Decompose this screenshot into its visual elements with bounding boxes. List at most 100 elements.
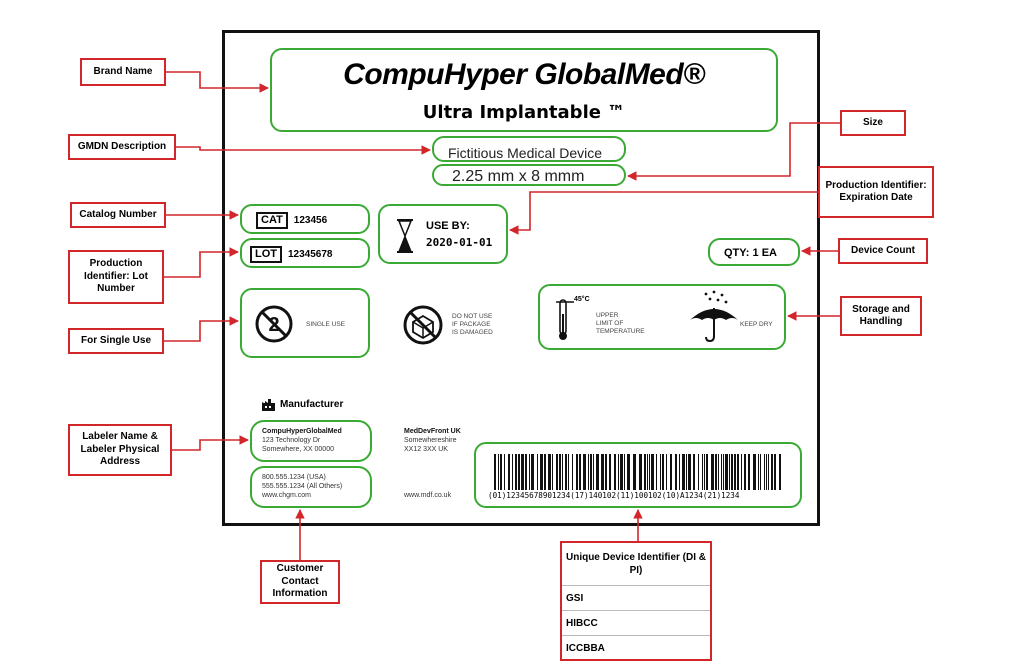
barcode-bar bbox=[741, 454, 742, 490]
cat-badge: CAT bbox=[256, 212, 288, 229]
barcode-bar bbox=[670, 454, 672, 490]
barcode-bar bbox=[711, 454, 714, 490]
temp-line-1: UPPER bbox=[596, 312, 619, 319]
udi-row-gs1: GSI bbox=[562, 586, 710, 611]
barcode-bar bbox=[633, 454, 636, 490]
product-name-text: Ultra Implantable ™ bbox=[422, 102, 626, 123]
barcode-bar bbox=[748, 454, 750, 490]
barcode-bar bbox=[647, 454, 648, 490]
brand-highlight: CompuHyper GlobalMed® Ultra Implantable … bbox=[270, 48, 778, 132]
do-not-reuse-icon: 2 bbox=[255, 305, 293, 343]
use-by-date: 2020-01-01 bbox=[426, 236, 493, 249]
barcode-bar bbox=[644, 454, 646, 490]
barcode-bar bbox=[624, 454, 625, 490]
labeler-address-2: Somewhere, XX 00000 bbox=[262, 445, 334, 453]
callout-storage: Storage and Handling bbox=[840, 296, 922, 336]
barcode-bar bbox=[544, 454, 546, 490]
barcode-bar bbox=[614, 454, 616, 490]
callout-device-count: Device Count bbox=[838, 238, 928, 264]
barcode-bar bbox=[723, 454, 724, 490]
barcode-bar bbox=[518, 454, 520, 490]
lot-highlight: LOT 12345678 bbox=[240, 238, 370, 268]
barcode-bar bbox=[760, 454, 761, 490]
quantity-highlight: QTY: 1 EA bbox=[708, 238, 800, 266]
barcode-bar bbox=[601, 454, 604, 490]
manufacturer-heading: Manufacturer bbox=[280, 399, 344, 410]
barcode bbox=[494, 454, 781, 490]
barcode-bar bbox=[649, 454, 650, 490]
lot-badge: LOT bbox=[250, 246, 282, 263]
temp-line-2: LIMIT OF bbox=[596, 320, 624, 328]
barcode-bar bbox=[702, 454, 703, 490]
barcode-bar bbox=[525, 454, 527, 490]
barcode-bar bbox=[552, 454, 553, 490]
barcode-bar bbox=[686, 454, 687, 490]
callout-size: Size bbox=[840, 110, 906, 136]
barcode-bar bbox=[508, 454, 510, 490]
barcode-bar bbox=[548, 454, 551, 490]
barcode-bar bbox=[593, 454, 594, 490]
barcode-bar bbox=[766, 454, 767, 490]
barcode-bar bbox=[504, 454, 505, 490]
barcode-bar bbox=[656, 454, 657, 490]
barcode-bar bbox=[609, 454, 611, 490]
catalog-highlight: CAT 123456 bbox=[240, 204, 370, 234]
udi-row-hibcc: HIBCC bbox=[562, 611, 710, 636]
callout-brand-name: Brand Name bbox=[80, 58, 166, 86]
barcode-bar bbox=[572, 454, 573, 490]
contact-website: www.chgm.com bbox=[262, 491, 312, 499]
barcode-bar bbox=[568, 454, 569, 490]
barcode-bar bbox=[576, 454, 578, 490]
barcode-bar bbox=[500, 454, 502, 490]
labeler-address-1: 123 Technology Dr bbox=[262, 436, 321, 444]
labeler-name: CompuHyperGlobalMed bbox=[262, 428, 342, 435]
udi-table: Unique Device Identifier (DI & PI) GSI H… bbox=[560, 541, 712, 661]
barcode-bar bbox=[725, 454, 728, 490]
barcode-bar bbox=[698, 454, 699, 490]
callout-single-use: For Single Use bbox=[68, 328, 164, 354]
barcode-bar bbox=[688, 454, 691, 490]
barcode-bar bbox=[562, 454, 563, 490]
contact-phone-other: 555.555.1234 (All Others) bbox=[262, 482, 343, 490]
callout-customer-contact: Customer Contact Information bbox=[260, 560, 340, 604]
keep-dry-text: KEEP DRY bbox=[740, 321, 773, 328]
barcode-bar bbox=[662, 454, 664, 490]
callout-labeler: Labeler Name & Labeler Physical Address bbox=[68, 424, 172, 476]
barcode-human-readable: (01)12345678901234(17)140102(11)100102(1… bbox=[488, 491, 740, 500]
gmdn-text: Fictitious Medical Device bbox=[448, 145, 603, 161]
barcode-bar bbox=[494, 454, 496, 490]
barcode-bar bbox=[666, 454, 667, 490]
barcode-bar bbox=[515, 454, 517, 490]
damaged-package-icon bbox=[403, 305, 443, 345]
barcode-bar bbox=[498, 454, 499, 490]
barcode-bar bbox=[579, 454, 581, 490]
barcode-bar bbox=[583, 454, 586, 490]
barcode-bar bbox=[679, 454, 680, 490]
size-text: 2.25 mm x 8 mmm bbox=[452, 168, 585, 185]
barcode-bar bbox=[627, 454, 630, 490]
barcode-bar bbox=[734, 454, 736, 490]
barcode-bar bbox=[590, 454, 592, 490]
barcode-bar bbox=[693, 454, 695, 490]
expiration-highlight: USE BY: 2020-01-01 bbox=[378, 204, 508, 264]
rep-address-2: XX12 3XX UK bbox=[404, 445, 448, 453]
barcode-bar bbox=[651, 454, 654, 490]
barcode-bar bbox=[620, 454, 623, 490]
lot-number: 12345678 bbox=[288, 249, 333, 260]
rep-name: MedDevFront UK bbox=[404, 428, 461, 435]
barcode-bar bbox=[706, 454, 708, 490]
single-use-highlight: 2 SINGLE USE bbox=[240, 288, 370, 358]
use-by-label: USE BY: bbox=[426, 220, 470, 232]
rep-website: www.mdf.co.uk bbox=[404, 492, 452, 499]
temperature-value: 45°C bbox=[574, 296, 590, 303]
barcode-bar bbox=[774, 454, 776, 490]
barcode-bar bbox=[737, 454, 739, 490]
barcode-bar bbox=[682, 454, 685, 490]
barcode-bar bbox=[764, 454, 765, 490]
barcode-bar bbox=[675, 454, 677, 490]
barcode-bar bbox=[758, 454, 759, 490]
callout-expiration: Production Identifier: Expiration Date bbox=[818, 166, 934, 218]
barcode-bar bbox=[531, 454, 534, 490]
size-highlight: 2.25 mm x 8 mmm bbox=[432, 164, 626, 186]
hourglass-icon bbox=[397, 219, 413, 253]
